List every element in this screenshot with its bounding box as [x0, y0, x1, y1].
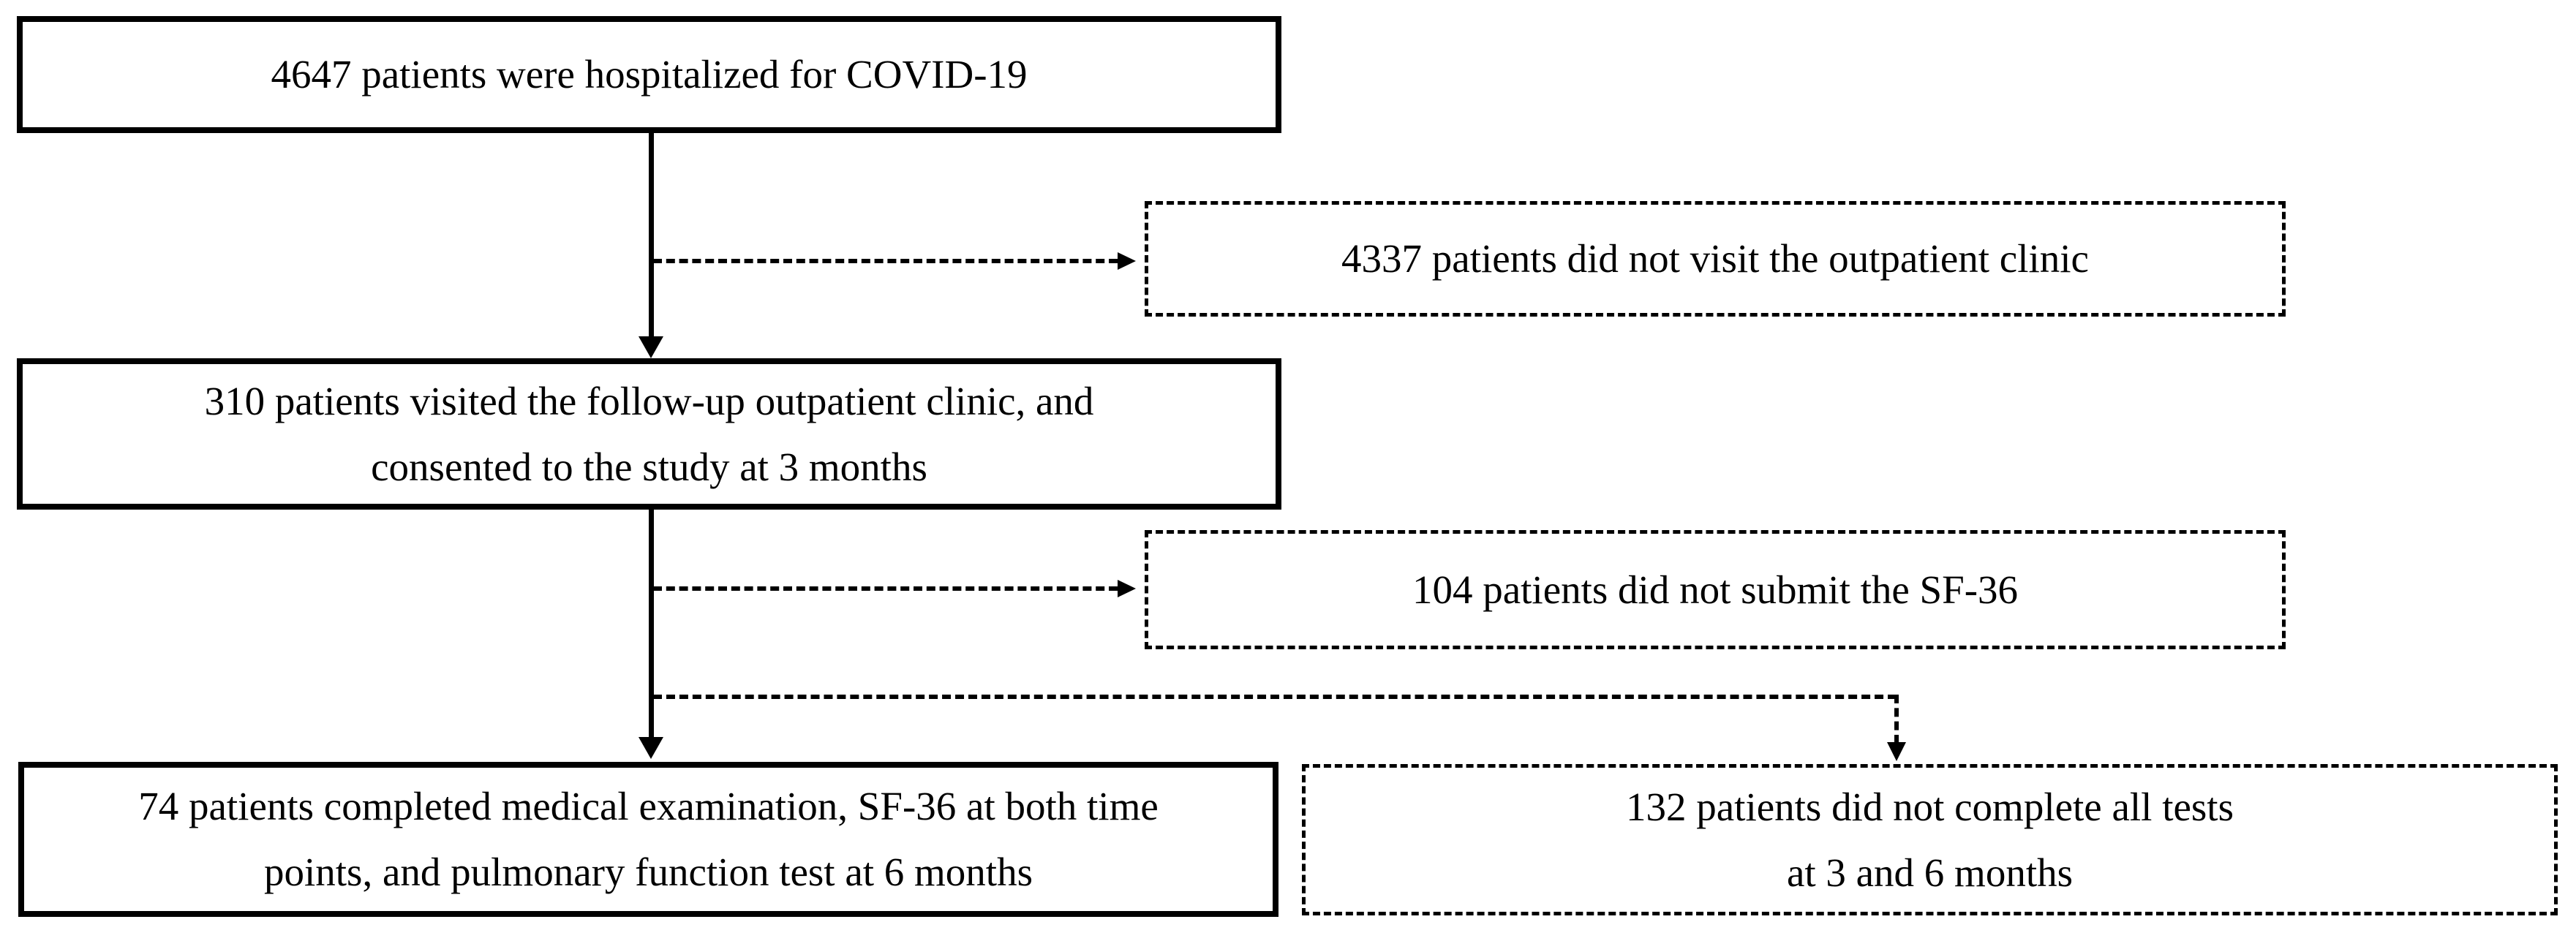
box-no-sf36-text: 104 patients did not submit the SF-36 [1412, 567, 2019, 612]
box-completed: 74 patients completed medical examinatio… [18, 762, 1278, 917]
arrow-hospitalized-to-followup [649, 133, 654, 341]
box-completed-text-line1: 74 patients completed medical examinatio… [138, 784, 1159, 828]
box-hospitalized-text: 4647 patients were hospitalized for COVI… [271, 52, 1028, 97]
arrowhead-down-icon [639, 737, 663, 759]
box-followup: 310 patients visited the follow-up outpa… [17, 358, 1281, 510]
dashed-arrow-to-no-outpatient [653, 259, 1118, 263]
box-followup-text-line2: consented to the study at 3 months [371, 444, 927, 489]
dashed-elbow-vertical [1894, 695, 1899, 744]
box-followup-text-line1: 310 patients visited the follow-up outpa… [204, 378, 1094, 423]
box-incomplete-text-line2: at 3 and 6 months [1786, 850, 2074, 895]
box-no-outpatient-text: 4337 patients did not visit the outpatie… [1341, 236, 2089, 281]
dashed-elbow-horizontal [653, 695, 1897, 699]
arrowhead-down-icon [639, 336, 663, 358]
box-incomplete-text-line1: 132 patients did not complete all tests [1626, 784, 2234, 829]
arrowhead-right-icon [1118, 252, 1136, 270]
arrowhead-down-icon [1887, 742, 1906, 761]
dashed-arrow-to-no-sf36 [653, 586, 1118, 591]
box-incomplete: 132 patients did not complete all tests … [1302, 764, 2558, 915]
arrowhead-right-icon [1118, 580, 1136, 597]
box-no-sf36: 104 patients did not submit the SF-36 [1145, 530, 2286, 649]
box-no-outpatient: 4337 patients did not visit the outpatie… [1145, 201, 2286, 317]
box-hospitalized: 4647 patients were hospitalized for COVI… [17, 16, 1281, 133]
arrow-followup-to-completed [649, 510, 654, 740]
box-completed-text-line2: points, and pulmonary function test at 6… [264, 850, 1033, 894]
